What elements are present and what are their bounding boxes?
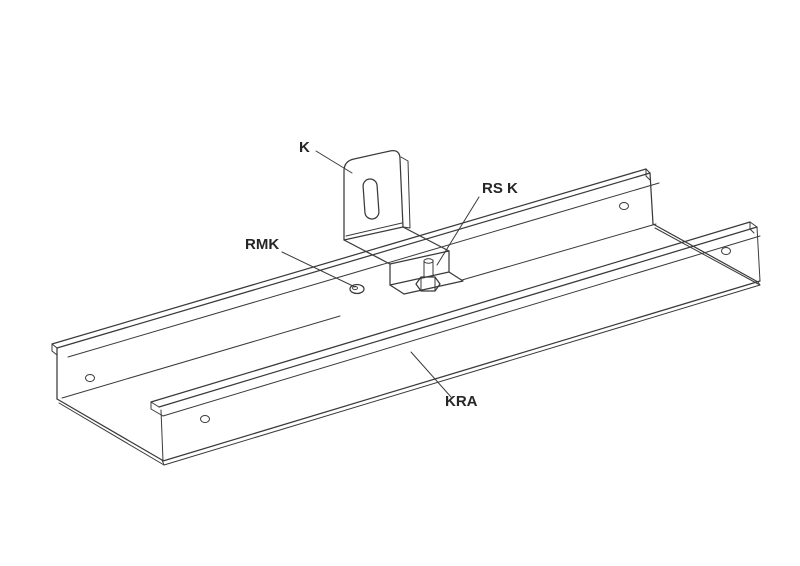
cable-tray xyxy=(51,168,761,466)
mounting-bracket xyxy=(343,150,464,295)
leader-line-kra xyxy=(410,351,452,398)
tray-left-end xyxy=(56,347,165,466)
tray-bottom-corner xyxy=(61,223,657,399)
tray-near-rail xyxy=(150,221,761,417)
tray-front-wall xyxy=(160,280,761,466)
leader-line-rmk xyxy=(281,251,356,288)
bracket-step xyxy=(343,226,450,265)
bracket-plate xyxy=(343,150,404,241)
fastener-detail xyxy=(352,285,358,291)
stud-top xyxy=(423,258,434,264)
bracket-slot xyxy=(362,178,380,220)
leader-line-k xyxy=(315,150,353,174)
fixing-bolt xyxy=(415,258,441,292)
mounting-hole xyxy=(619,202,629,210)
bracket-plate-edge xyxy=(400,156,411,229)
callout-labels: K RS K RMK KRA xyxy=(245,139,518,410)
tray-right-end xyxy=(649,172,761,286)
fastener-head xyxy=(349,283,365,295)
leader-lines xyxy=(281,150,480,398)
tray-far-rail xyxy=(51,168,660,358)
label-kra: KRA xyxy=(445,393,478,410)
label-rmk: RMK xyxy=(245,236,279,253)
mounting-hole xyxy=(721,247,731,255)
bracket-bend-line xyxy=(345,222,403,237)
bracket-foot xyxy=(389,271,464,295)
label-rs-k: RS K xyxy=(482,180,518,197)
rmk-fastener xyxy=(349,283,365,295)
leader-line-rs-k xyxy=(436,196,480,266)
tray-mounting-holes xyxy=(85,202,731,423)
label-k: K xyxy=(299,139,310,156)
mounting-hole xyxy=(85,374,95,382)
mounting-hole xyxy=(200,415,210,423)
